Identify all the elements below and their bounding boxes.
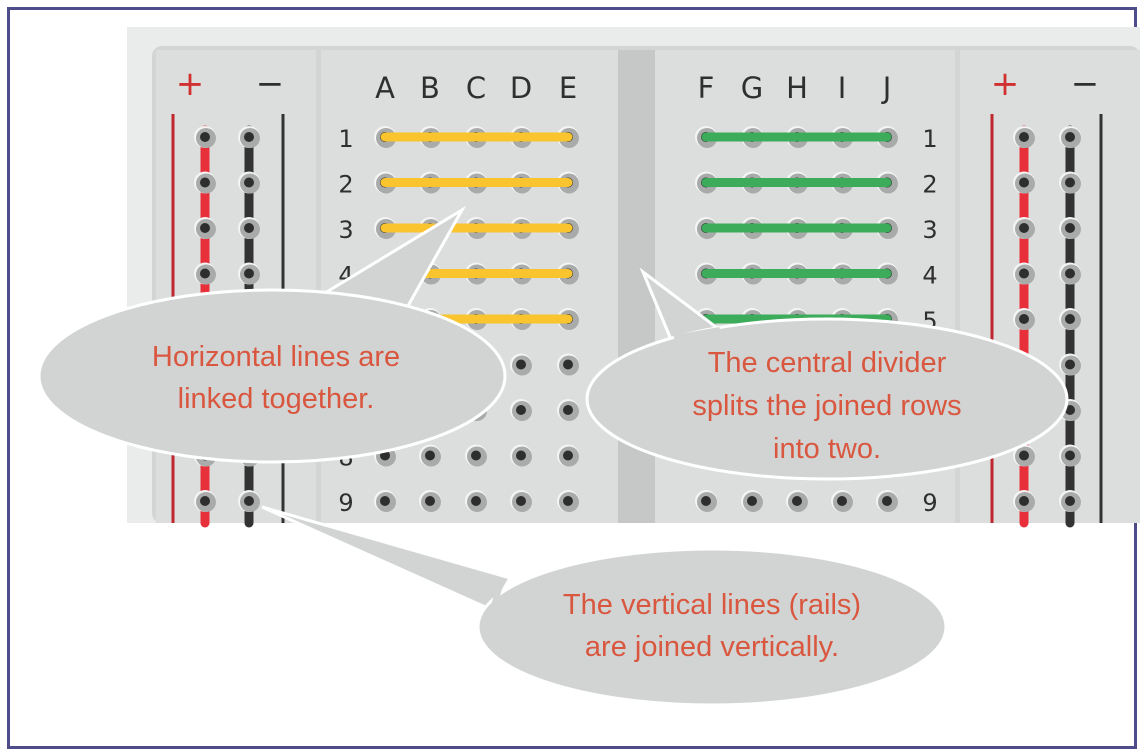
rail-hole-3-row-7 [1065,405,1075,415]
callout-horizontal-line-1: Horizontal lines are [152,341,400,373]
rail-hole-2-row-5 [1019,314,1029,324]
hole-g9 [747,496,757,506]
callout-vertical-joint [491,584,503,607]
rail-hole-1-row-2 [244,177,254,188]
callout-divider-line-2: splits the joined rows [692,390,961,422]
callout-vertical-bubble [476,547,948,707]
column-label-j: J [881,71,892,105]
rail-hole-3-row-6 [1065,359,1075,370]
hole-b8 [425,450,435,461]
row-label-right-4: 4 [922,262,937,290]
left-plus-label: + [176,64,205,104]
hole-c8 [471,450,481,461]
rail-hole-2-row-2 [1019,177,1029,188]
callout-vertical: The vertical lines (rails) are joined ve… [261,505,948,707]
column-label-b: B [420,71,440,105]
rail-hole-2-row-9 [1019,496,1029,506]
rail-hole-3-row-1 [1065,132,1075,142]
hole-e8 [563,450,573,461]
rail-hole-2-row-1 [1019,132,1029,142]
hole-i9 [837,496,847,506]
right-plus-label: + [991,64,1020,104]
callout-divider-bubble [585,317,1069,481]
rail-hole-3-row-4 [1065,268,1075,279]
rail-hole-1-row-1 [244,132,254,142]
row-label-left-3: 3 [338,216,353,244]
hole-j9 [882,496,892,506]
column-label-i: I [838,71,847,105]
row-label-left-9: 9 [338,489,353,517]
rail-hole-2-row-8 [1019,450,1029,461]
column-label-h: H [786,71,808,105]
column-label-a: A [375,71,395,105]
column-label-d: D [510,71,532,105]
rail-hole-2-row-4 [1019,268,1029,279]
rail-hole-0-row-1 [200,132,210,142]
right-minus-label: − [1071,64,1100,104]
callout-divider-joint [673,327,721,341]
row-label-right-2: 2 [922,171,937,199]
hole-d6 [516,359,526,370]
hole-f9 [701,496,711,506]
rail-hole-0-row-3 [200,223,210,233]
rail-hole-3-row-5 [1065,314,1075,324]
hole-h9 [792,496,802,506]
rail-hole-1-row-9 [244,496,254,506]
rail-hole-0-row-9 [200,496,210,506]
hole-d9 [516,496,526,506]
rail-hole-1-row-4 [244,268,254,279]
rail-hole-3-row-3 [1065,223,1075,233]
row-label-left-2: 2 [338,171,353,199]
hole-e7 [563,405,573,415]
column-label-c: C [466,71,486,105]
rail-hole-3-row-2 [1065,177,1075,188]
callout-divider: The central divider splits the joined ro… [585,267,1069,481]
hole-e9 [563,496,573,506]
callout-horizontal-line-2: linked together. [178,383,375,415]
column-label-f: F [698,71,715,105]
hole-e6 [563,359,573,370]
rail-hole-0-row-4 [200,268,210,279]
row-label-right-3: 3 [922,216,937,244]
rail-hole-3-row-8 [1065,450,1075,461]
rail-hole-3-row-9 [1065,496,1075,506]
rail-hole-0-row-2 [200,177,210,188]
rail-hole-1-row-3 [244,223,254,233]
row-label-left-1: 1 [338,125,353,153]
callout-horizontal-joint [321,297,401,319]
callout-divider-line-3: into two. [773,433,881,465]
callout-vertical-line-1: The vertical lines (rails) [563,589,861,621]
hole-b9 [425,496,435,506]
callout-horizontal-bubble [37,288,507,464]
row-label-right-1: 1 [922,125,937,153]
row-label-right-9: 9 [922,489,937,517]
callout-vertical-line-2: are joined vertically. [585,631,839,663]
callout-divider-line-1: The central divider [708,347,947,379]
left-minus-label: − [256,64,285,104]
hole-d8 [516,450,526,461]
column-label-e: E [559,71,577,105]
rail-hole-2-row-3 [1019,223,1029,233]
hole-a9 [380,496,390,506]
column-label-g: G [741,71,763,105]
hole-d7 [516,405,526,415]
callout-horizontal: Horizontal lines are linked together. [37,205,507,464]
hole-c9 [471,496,481,506]
